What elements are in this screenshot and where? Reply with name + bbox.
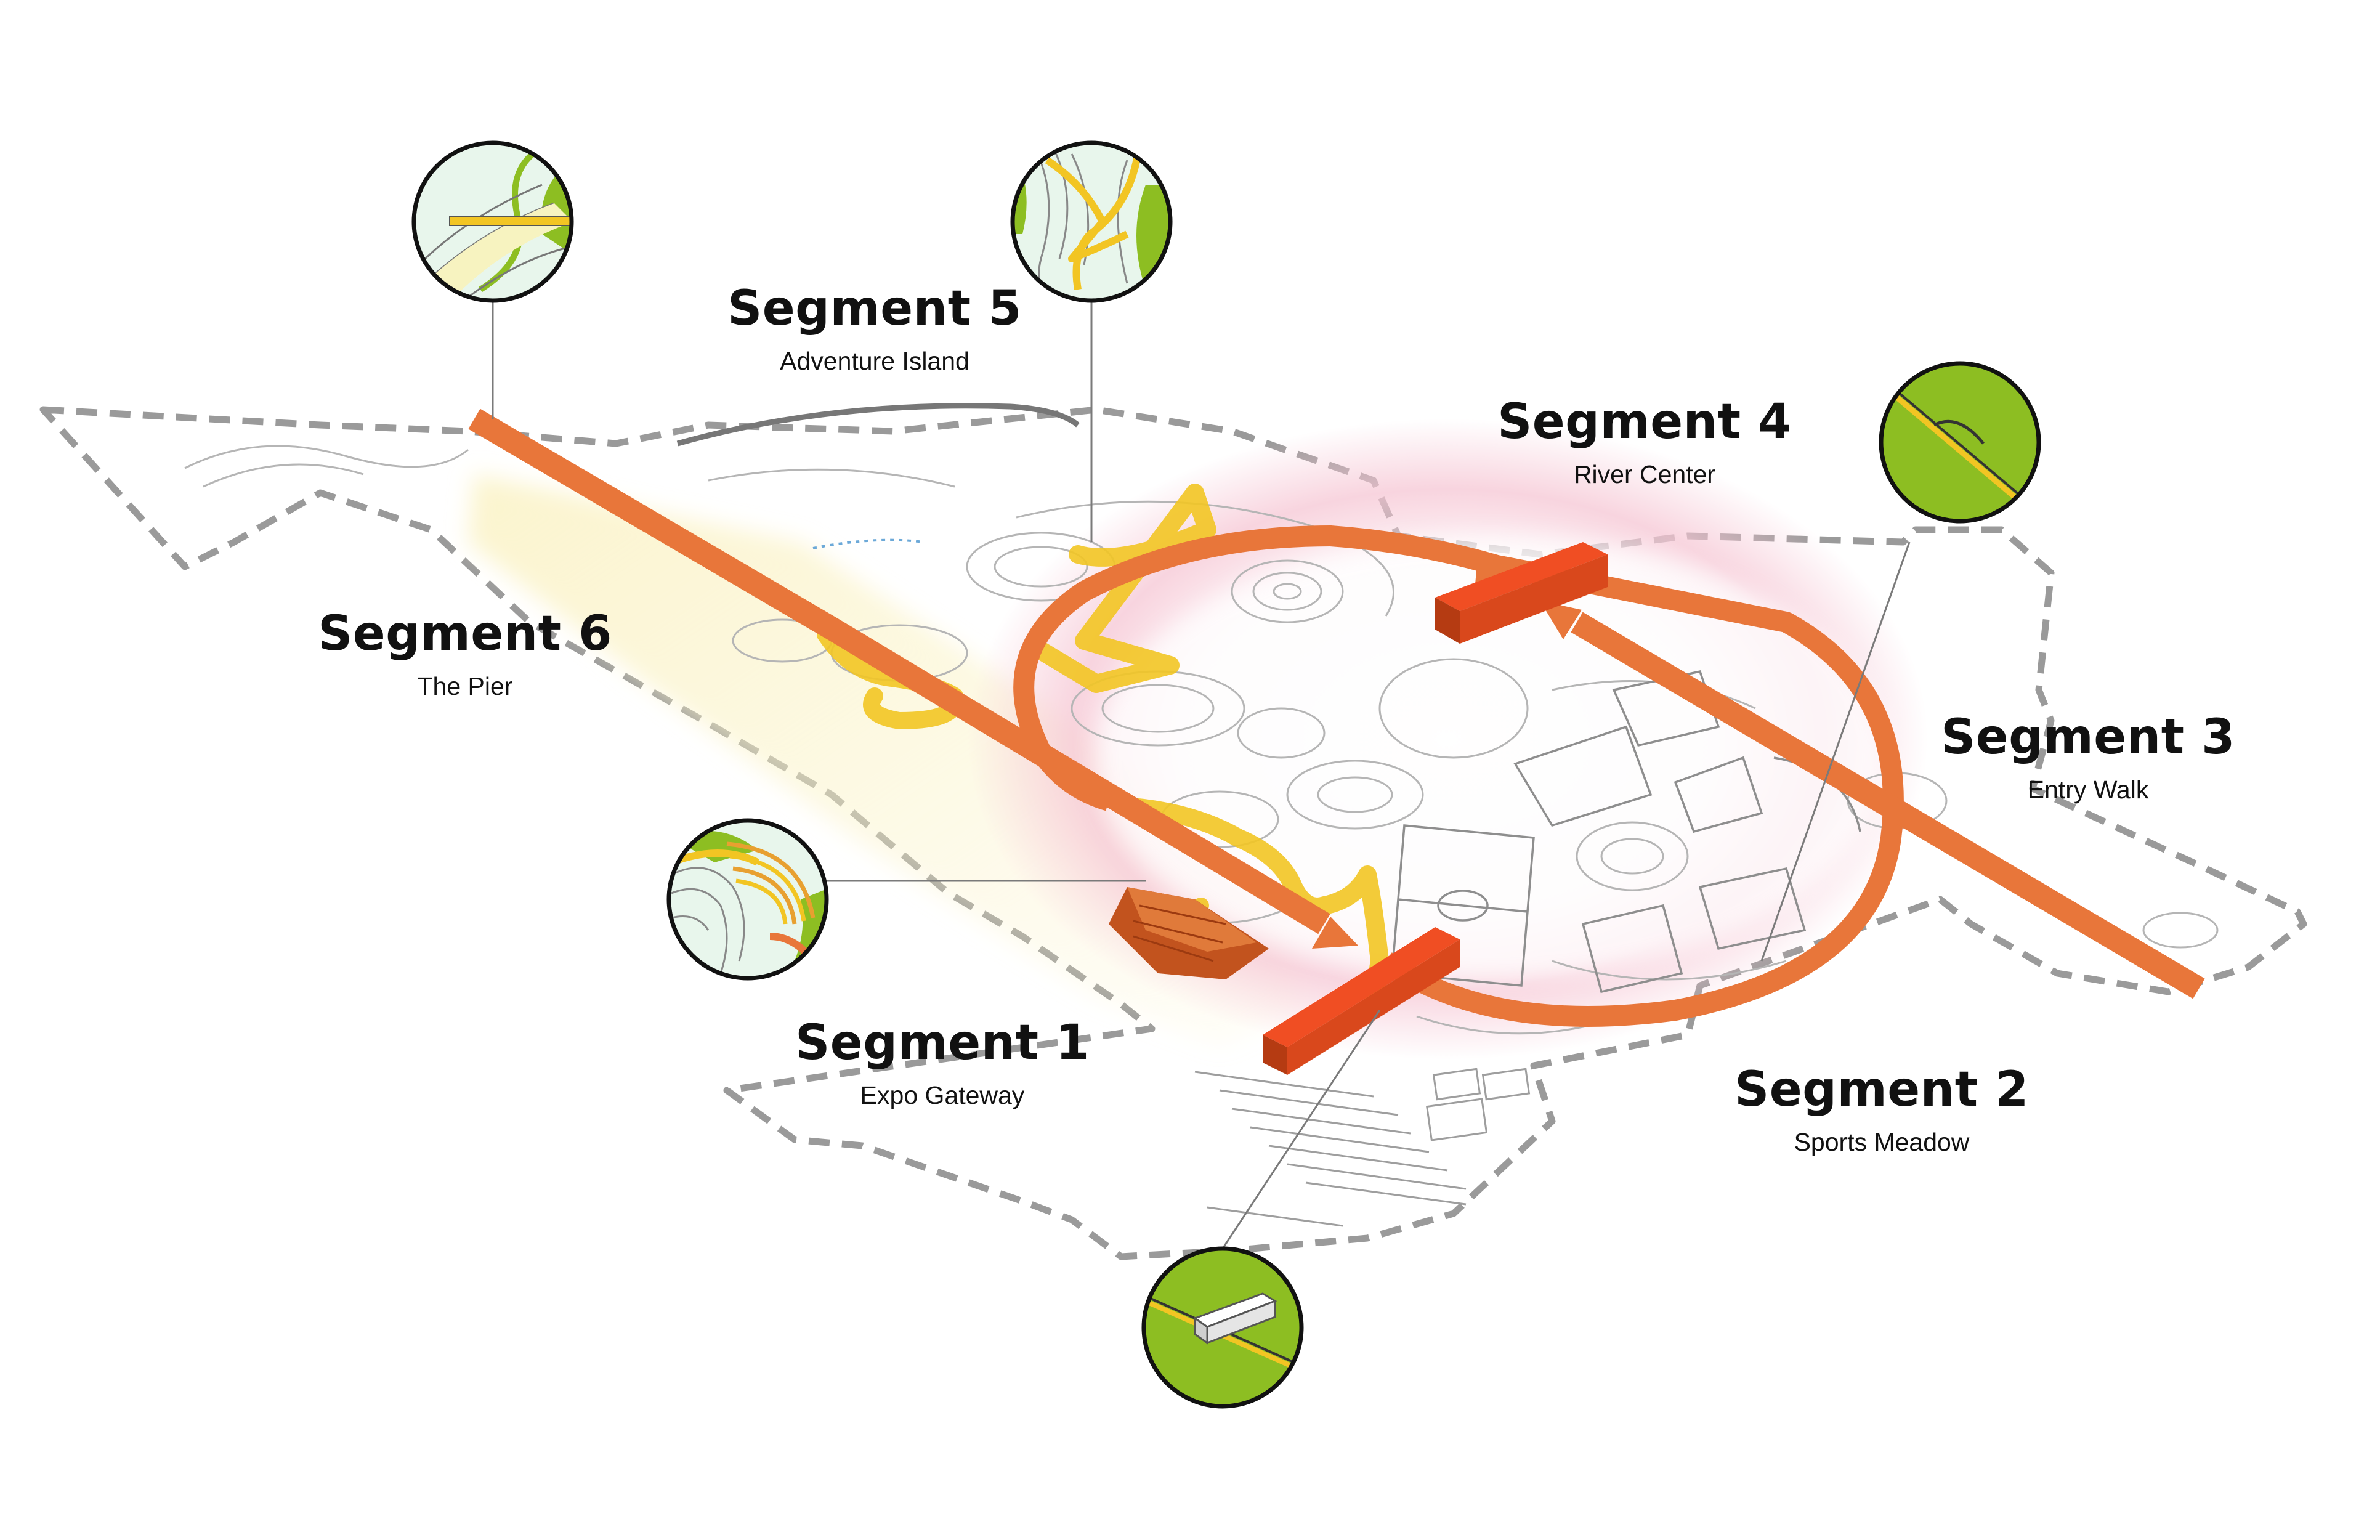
segment-4-title: Segment 4 (1497, 394, 1792, 450)
segment-6-title: Segment 6 (318, 606, 612, 662)
pier-route-arrow (1312, 917, 1358, 949)
segment-3-title: Segment 3 (1941, 710, 2235, 765)
segment-5-subtitle: Adventure Island (780, 347, 969, 375)
segment-1-subtitle: Expo Gateway (860, 1081, 1025, 1109)
island-edge (676, 403, 1080, 447)
segment-1-label: Segment 1 Expo Gateway (751, 1019, 1133, 1108)
segment-1-title: Segment 1 (795, 1015, 1090, 1071)
segment-5-title: Segment 5 (727, 281, 1022, 336)
pier-route (468, 408, 1330, 934)
amphitheater-detail-callout (666, 818, 829, 981)
segment-6-subtitle: The Pier (417, 672, 513, 700)
river-center-platform (1435, 542, 1608, 644)
segment-2-label: Segment 2 Sports Meadow (1691, 1066, 2073, 1155)
parking-lot (1194, 1071, 1467, 1227)
segment-4-subtitle: River Center (1573, 460, 1716, 488)
amphitheater (1109, 887, 1269, 979)
expo-gateway-platform (1263, 927, 1460, 1075)
river-center-buildings (1425, 1068, 1531, 1141)
gateway-detail-callout (1141, 1246, 1304, 1409)
loop-arrow (1475, 551, 1515, 584)
segment-6-label: Segment 6 The Pier (274, 610, 656, 699)
switchback-trail (1026, 484, 1216, 693)
segment-3-label: Segment 3 Entry Walk (1897, 713, 2279, 803)
entry-walk-route (1571, 612, 2205, 999)
gateway-block-icon (1144, 1292, 1301, 1375)
island-detail-callout (1010, 140, 1173, 303)
entry-walk-arrow (1540, 601, 1582, 639)
pier-detail-callout (411, 140, 574, 303)
segment-2-title: Segment 2 (1734, 1062, 2029, 1117)
path-crossing-icon (1881, 375, 2039, 520)
river-center-detail-callout (1879, 361, 2041, 524)
segment-2-subtitle: Sports Meadow (1794, 1128, 1970, 1156)
segment-5-label: Segment 5 Adventure Island (684, 285, 1066, 374)
leader-lines (492, 301, 1911, 1249)
segment-3-subtitle: Entry Walk (2027, 776, 2149, 804)
segment-4-label: Segment 4 River Center (1454, 398, 1836, 487)
